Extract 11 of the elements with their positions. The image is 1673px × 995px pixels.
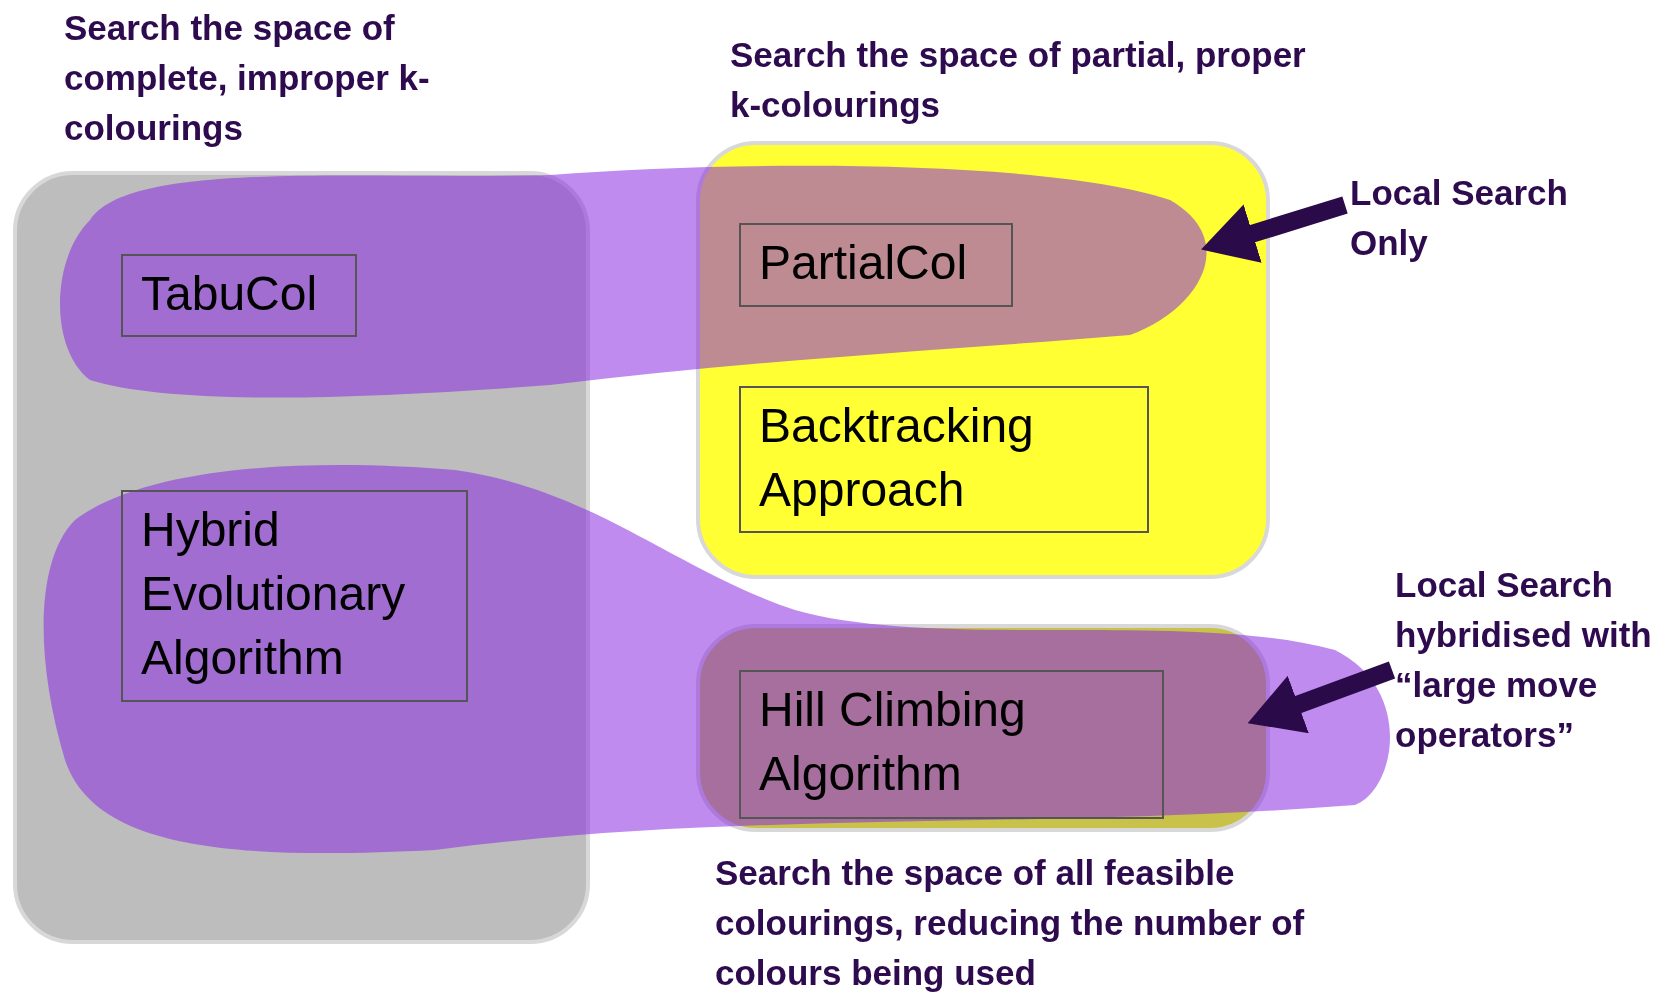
region-heading: Search the space of partial, proper k-colourings xyxy=(730,34,1307,126)
algorithm-box: Hybrid Evolutionary Algorithm xyxy=(121,490,468,702)
region-heading: Search the space of all feasible colourings, reducing the number of colours being used xyxy=(715,852,1306,994)
algorithm-box: TabuCol xyxy=(121,254,357,337)
algorithm-box: PartialCol xyxy=(739,223,1013,307)
annotation-text: Local Search hybridised with “large move operators” xyxy=(1395,560,1665,820)
annotation-text: Local Search Only xyxy=(1350,168,1650,268)
region-heading: Search the space of complete, improper k-colourings xyxy=(64,7,431,149)
algorithm-box: Hill Climbing Algorithm xyxy=(739,670,1164,819)
algorithm-box: Backtracking Approach xyxy=(739,386,1149,533)
arrow xyxy=(1201,196,1348,263)
